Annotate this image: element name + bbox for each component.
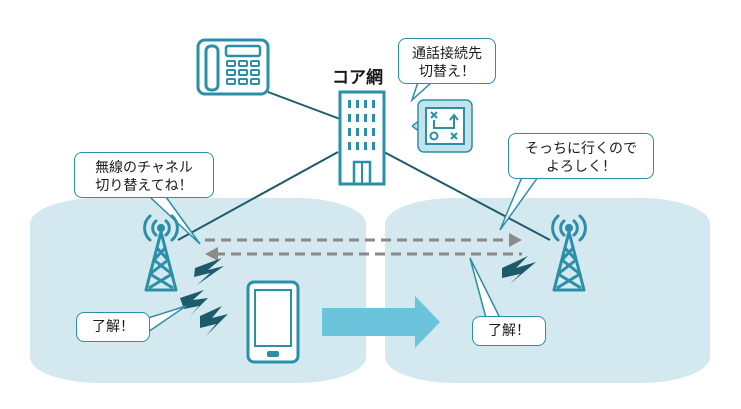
bubble-target-ack: 了解！ xyxy=(472,316,546,346)
bubble-core-switch: 通話接続先 切替え！ xyxy=(398,38,496,84)
telephone-icon xyxy=(196,38,270,96)
link-core-target-tower xyxy=(383,151,551,241)
base-station-tower-icon xyxy=(143,214,179,292)
lightning-bolt-icon xyxy=(194,258,224,285)
lightning-bolt-icon xyxy=(502,256,536,284)
bubble-target-cell: そっちに行くので よろしく！ xyxy=(508,133,654,179)
smartphone-icon xyxy=(246,280,300,364)
dashed-arrow-head-right xyxy=(509,233,522,247)
link-core-source-tower xyxy=(177,151,339,241)
link-phone-core xyxy=(267,91,349,123)
core-building-icon xyxy=(338,90,386,186)
dashed-arrow-head-left xyxy=(205,247,218,261)
bubble-source-cell: 無線のチャネル 切り替えてね！ xyxy=(74,152,214,198)
lightning-bolt-icon xyxy=(180,290,208,316)
bubble-tail-terminal xyxy=(147,305,187,334)
bubble-tail-target xyxy=(499,176,540,231)
switch-map-icon xyxy=(412,99,473,153)
bubble-terminal-ack: 了解！ xyxy=(76,312,150,342)
bubble-tail-target-ack xyxy=(469,257,502,319)
target-cell-area xyxy=(385,198,710,383)
core-network-label: コア網 xyxy=(332,68,383,88)
base-station-tower-icon xyxy=(551,214,587,292)
handover-arrow xyxy=(322,296,440,348)
lightning-bolt-icon xyxy=(200,306,228,336)
